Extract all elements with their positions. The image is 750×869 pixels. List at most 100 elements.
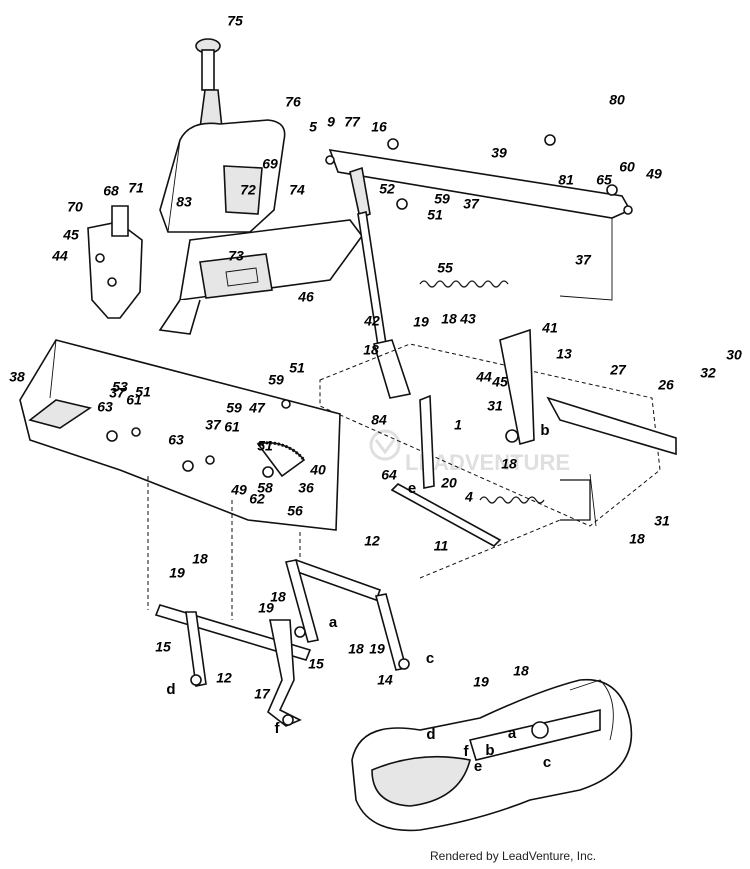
callout-58: 58 [257,480,273,496]
callout-59: 59 [226,400,242,416]
callout-a: a [329,614,338,631]
callout-51: 51 [427,207,443,223]
callout-e: e [408,480,416,497]
callout-55: 55 [437,260,453,276]
callout-44: 44 [51,248,68,264]
callout-49: 49 [230,482,247,498]
callout-18: 18 [629,531,645,547]
callout-13: 13 [556,346,572,362]
spring-55 [419,280,509,288]
callout-49: 49 [645,166,662,182]
callout-15: 15 [155,639,171,655]
callout-64: 64 [381,467,397,483]
callout-63: 63 [97,399,113,415]
credit-text: Rendered by LeadVenture, Inc. [430,849,597,863]
callout-68: 68 [103,183,119,199]
leader-lines [147,476,561,620]
callout-70: 70 [67,199,83,215]
callout-19: 19 [413,314,429,330]
callout-52: 52 [379,181,395,197]
callout-36: 36 [298,480,314,496]
callout-12: 12 [364,533,380,549]
callout-31: 31 [654,513,670,529]
callout-18: 18 [363,342,379,358]
callout-53: 53 [112,379,128,395]
callout-84: 84 [371,412,387,428]
callout-31: 31 [487,398,503,414]
sector-gear [256,441,306,478]
callout-45: 45 [62,227,79,243]
callout-37: 37 [463,196,480,212]
callout-f: f [275,720,281,737]
callout-80: 80 [609,92,625,108]
callout-43: 43 [459,311,476,327]
callout-12: 12 [216,670,232,686]
callout-42: 42 [363,313,380,329]
callout-d: d [426,726,435,743]
callout-51: 51 [289,360,305,376]
callout-14: 14 [377,672,393,688]
left-bracket [87,205,143,319]
callout-40: 40 [309,462,326,478]
callout-73: 73 [228,248,244,264]
callout-5: 5 [309,119,317,135]
callout-18: 18 [441,311,457,327]
callout-19: 19 [169,565,185,581]
callout-41: 41 [541,320,558,336]
callout-65: 65 [596,172,612,188]
callout-59: 59 [268,372,284,388]
callout-e: e [474,758,482,775]
callout-37: 37 [575,252,592,268]
callout-71: 71 [128,180,144,196]
callout-62: 62 [249,491,265,507]
top-rail [328,148,632,301]
mower-deck [351,678,633,832]
callout-47: 47 [248,400,266,416]
callout-72: 72 [240,182,256,198]
callout-19: 19 [369,641,385,657]
callout-61: 61 [126,392,142,408]
callout-39: 39 [491,145,507,161]
callout-4: 4 [464,489,473,505]
plate-fasteners [106,134,633,478]
shift-lever [195,38,223,129]
callout-32: 32 [700,365,716,381]
callout-c: c [543,754,551,771]
callout-a: a [508,725,517,742]
callout-d: d [166,681,175,698]
callout-1: 1 [454,417,462,433]
callout-27: 27 [609,362,627,378]
callout-b: b [485,742,494,759]
callout-18: 18 [270,589,286,605]
callout-18: 18 [501,456,517,472]
callout-26: 26 [657,377,674,393]
callout-69: 69 [262,156,278,172]
callout-46: 46 [297,289,314,305]
callout-16: 16 [371,119,387,135]
callout-f: f [464,743,470,760]
callout-37: 37 [205,417,222,433]
callout-81: 81 [558,172,574,188]
lift-lever [349,166,412,399]
callout-76: 76 [285,94,301,110]
callout-83: 83 [176,194,192,210]
callout-9: 9 [327,114,335,130]
callout-18: 18 [192,551,208,567]
callout-75: 75 [227,13,243,29]
callout-19: 19 [473,674,489,690]
callout-19: 19 [258,600,274,616]
callout-56: 56 [287,503,303,519]
callout-59: 59 [434,191,450,207]
tension-rod [390,479,591,547]
callout-37: 37 [109,385,126,401]
console-cover [159,119,286,233]
callout-18: 18 [348,641,364,657]
callout-20: 20 [440,475,457,491]
seat-bracket [158,219,363,335]
callout-c: c [426,650,434,667]
callout-17: 17 [254,686,271,702]
callout-30: 30 [726,347,742,363]
callout-51: 51 [257,438,273,454]
